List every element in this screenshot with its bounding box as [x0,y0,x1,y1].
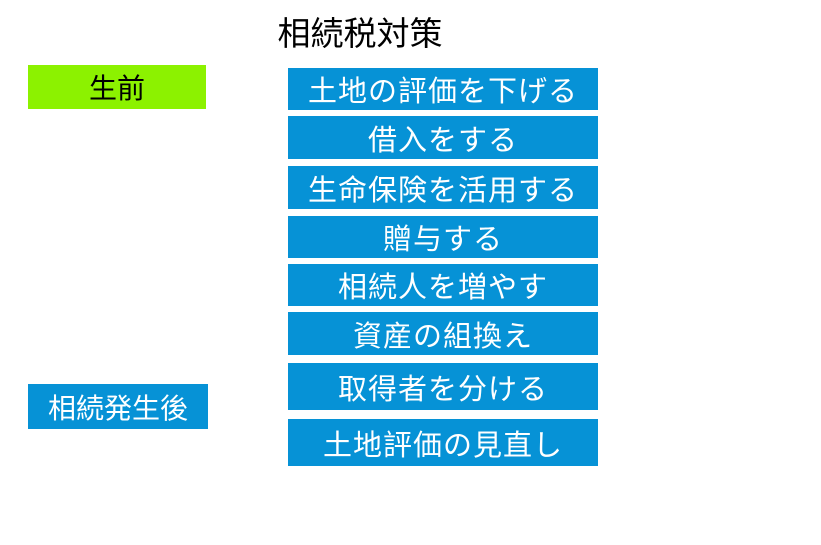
measure-box-borrow: 借入をする [288,116,598,159]
phase-label-before-death: 生前 [28,65,206,109]
measure-box-review-land-valuation: 土地評価の見直し [288,419,598,466]
measure-box-gift: 贈与する [288,216,598,258]
measure-box-increase-heirs: 相続人を増やす [288,264,598,306]
measure-box-asset-restructure: 資産の組換え [288,312,598,355]
phase-label-after-inheritance: 相続発生後 [28,384,208,429]
measure-box-lower-land-valuation: 土地の評価を下げる [288,68,598,110]
measure-box-life-insurance: 生命保険を活用する [288,166,598,209]
measure-box-split-acquirers: 取得者を分ける [288,363,598,410]
diagram-title: 相続税対策 [277,14,443,53]
